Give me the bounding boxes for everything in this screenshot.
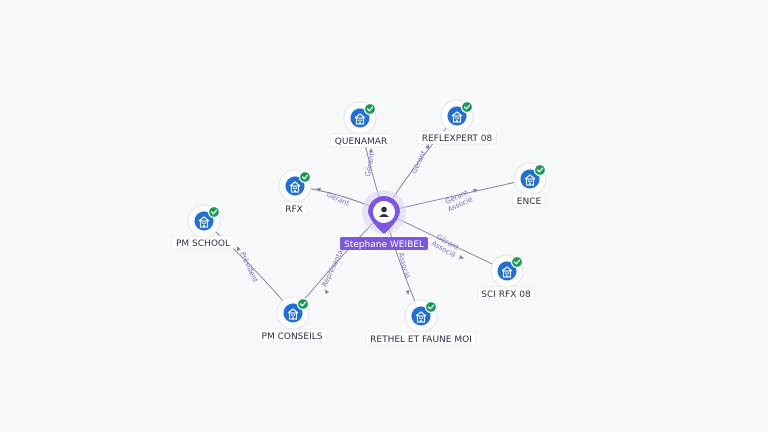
company-name: RFX: [285, 205, 303, 215]
building-icon: [289, 181, 301, 193]
check-badge-icon: [298, 170, 312, 184]
company-node-ence[interactable]: ENCE: [512, 162, 547, 208]
edge-label: Gérant: [410, 149, 428, 174]
check-badge-icon: [207, 205, 221, 219]
nodes-layer: QUENAMAR REFLEXPERT 08 ENCE RFX SCI RFX 08 RE…: [171, 99, 547, 346]
company-label: QUENAMAR: [330, 133, 392, 148]
building-icon: [524, 174, 536, 186]
edge-label: Gérant: [325, 190, 350, 208]
company-name: RETHEL ET FAUNE MOI: [370, 335, 472, 345]
company-label: RFX: [280, 201, 308, 216]
edge-arrow-icon: [458, 255, 464, 259]
company-label: RETHEL ET FAUNE MOI: [365, 331, 477, 346]
check-badge-icon: [510, 255, 524, 269]
person-name: Stephane WEIBEL: [344, 240, 424, 250]
company-node-rfx[interactable]: RFX: [278, 169, 312, 216]
building-icon: [415, 311, 427, 323]
edge-label: GérantAssocié: [443, 188, 474, 214]
company-name: REFLEXPERT 08: [422, 134, 493, 144]
edge-arrow-icon: [325, 289, 329, 295]
company-label: REFLEXPERT 08: [417, 130, 497, 145]
company-name: QUENAMAR: [335, 137, 387, 147]
building-icon: [501, 266, 513, 278]
building-icon: [287, 308, 299, 320]
company-label: ENCE: [512, 193, 546, 208]
company-name: PM CONSEILS: [262, 332, 323, 342]
edge-person-ence: GérantAssocié: [383, 178, 531, 214]
edge-arrow-icon: [405, 290, 410, 295]
company-name: ENCE: [517, 197, 542, 207]
edge-label: Président: [238, 251, 259, 284]
company-node-pmschool[interactable]: PM SCHOOL: [171, 204, 235, 250]
building-icon: [198, 216, 210, 228]
company-node-quenamar[interactable]: QUENAMAR: [330, 101, 392, 148]
edge-arrow-icon: [316, 187, 322, 192]
building-icon: [354, 113, 366, 125]
edge-arrow-icon: [236, 246, 241, 252]
edge-pmconseils-pmschool: Président: [203, 220, 294, 314]
check-badge-icon: [424, 300, 438, 314]
check-badge-icon: [533, 163, 547, 177]
check-badge-icon: [460, 100, 474, 114]
company-node-reflexpert08[interactable]: REFLEXPERT 08: [417, 99, 497, 145]
person-node[interactable]: Stephane WEIBEL: [340, 190, 428, 250]
company-label: SCI RFX 08: [476, 286, 536, 301]
building-icon: [451, 111, 463, 123]
company-node-rethel[interactable]: RETHEL ET FAUNE MOI: [365, 299, 477, 346]
check-badge-icon: [363, 102, 377, 116]
edge-arrow-icon: [369, 148, 373, 153]
edge-arrow-icon: [472, 188, 478, 193]
company-node-pmconseils[interactable]: PM CONSEILS: [257, 296, 327, 343]
check-badge-icon: [296, 297, 310, 311]
edge-label: Associé: [397, 252, 412, 280]
person-label: Stephane WEIBEL: [340, 237, 428, 250]
company-name: SCI RFX 08: [481, 290, 531, 300]
company-name: PM SCHOOL: [176, 239, 230, 249]
user-icon: [379, 206, 389, 217]
company-label: PM CONSEILS: [257, 328, 327, 343]
edge-arrow-icon: [425, 144, 430, 150]
company-label: PM SCHOOL: [171, 235, 235, 250]
edge-label: Gérant: [364, 152, 376, 177]
company-node-scirfx08[interactable]: SCI RFX 08: [476, 254, 536, 301]
